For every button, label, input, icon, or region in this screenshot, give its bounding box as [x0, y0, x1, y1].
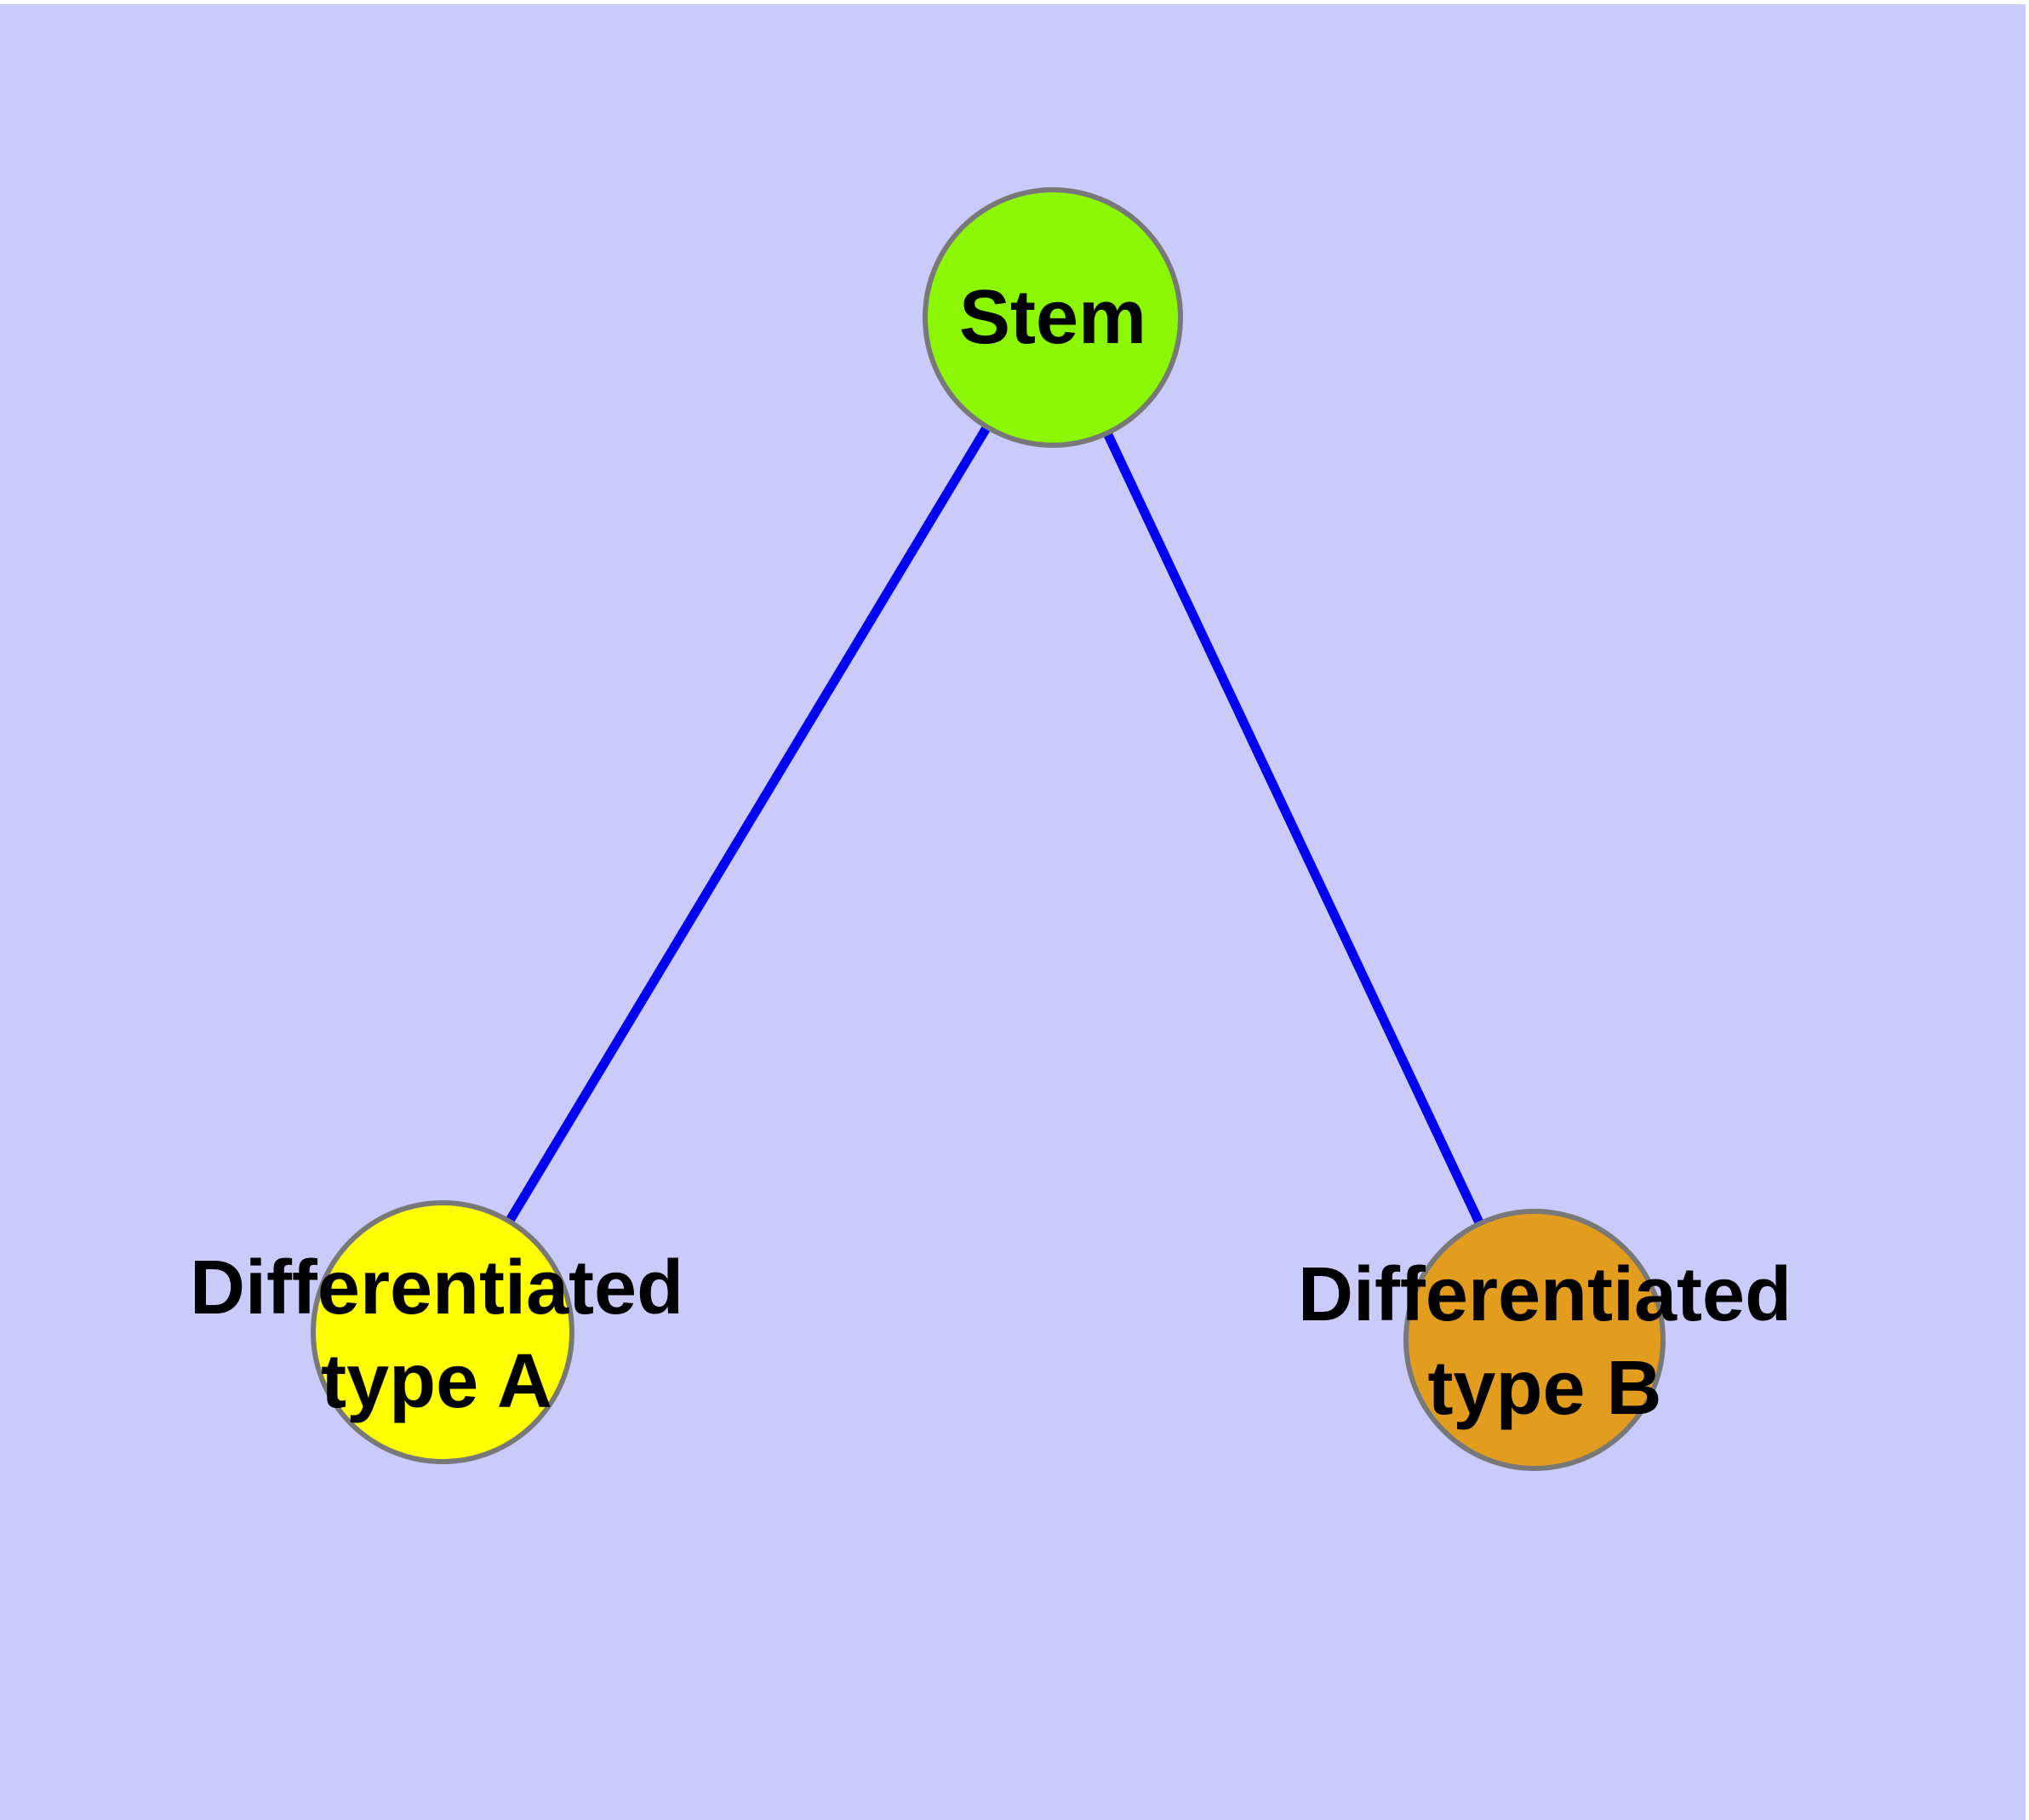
label-line-2: type A	[321, 1339, 552, 1424]
canvas-margin-right	[2026, 0, 2029, 1820]
node-differentiated-type-a	[311, 1200, 574, 1464]
canvas-margin-top	[0, 0, 2029, 4]
label-line-2: type B	[1427, 1346, 1662, 1431]
label-line-1: Differentiated	[189, 1245, 684, 1331]
node-label-stem: Stem	[958, 275, 1147, 360]
edge-stem-to-type-a	[438, 315, 1057, 1335]
edge-stem-to-type-b	[1049, 315, 1539, 1342]
node-stem	[923, 187, 1183, 448]
node-label-differentiated-type-b: Differentiated type B	[1298, 1248, 1792, 1435]
label-line-1: Differentiated	[1297, 1252, 1792, 1337]
node-label-differentiated-type-a: Differentiated type A	[190, 1241, 683, 1428]
node-differentiated-type-b	[1403, 1209, 1666, 1471]
